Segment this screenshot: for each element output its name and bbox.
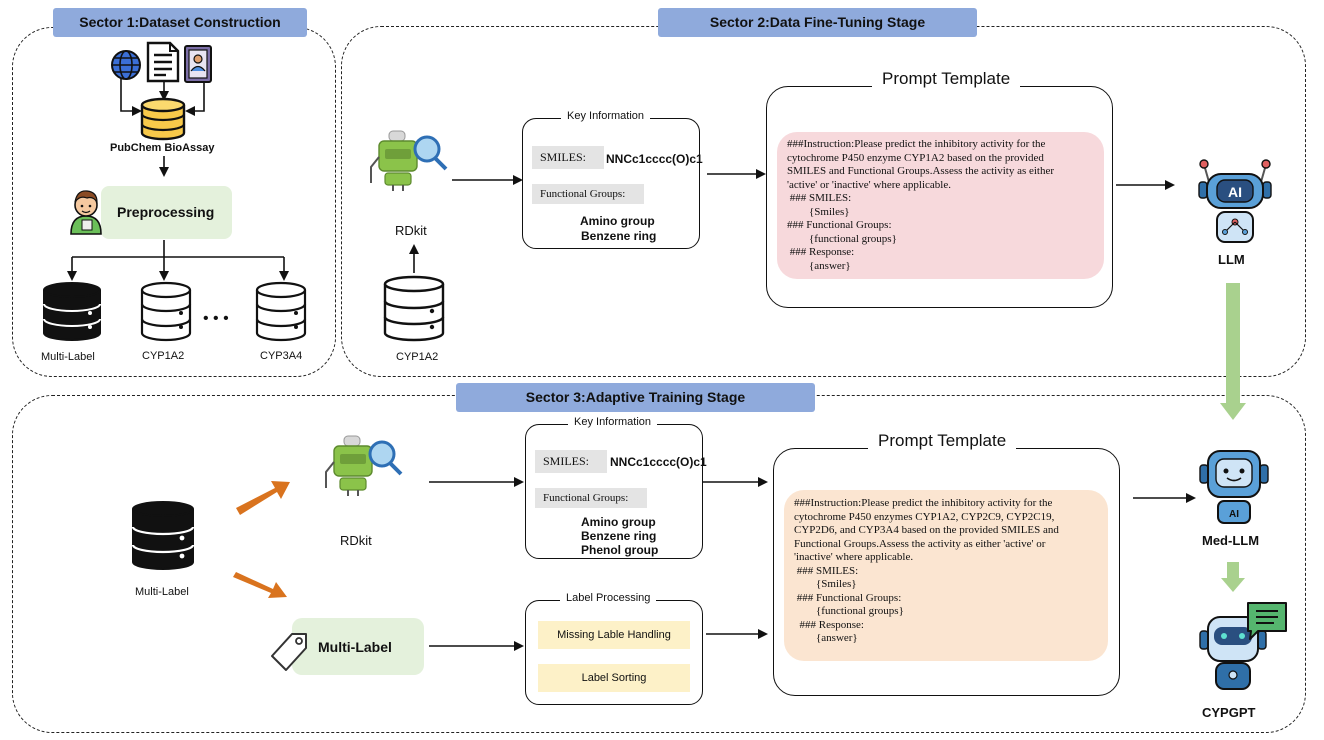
sector-1-title: Sector 1:Dataset Construction	[53, 8, 307, 37]
svg-text:AI: AI	[1229, 509, 1239, 520]
prompt-template-title-s2: Prompt Template	[872, 69, 1021, 89]
preprocessing-label: Preprocessing	[117, 204, 215, 220]
svg-text:AI: AI	[1228, 184, 1242, 200]
prompt-text-s3: ###Instruction:Please predict the inhibi…	[784, 490, 1108, 661]
ai-robot-icon: AI	[1198, 159, 1272, 243]
multilabel-tag-label: Multi-Label	[318, 639, 392, 655]
person-icon	[70, 190, 102, 235]
sector-3-title: Sector 3:Adaptive Training Stage	[456, 383, 815, 412]
multilabel-tag-box	[292, 618, 424, 675]
database-multi-label-s3-icon	[131, 501, 195, 570]
llm-label: LLM	[1218, 252, 1245, 267]
group-s3-0: Amino group	[581, 515, 656, 529]
cypgpt-label: CYPGPT	[1202, 705, 1256, 720]
green-arrow-llm	[1220, 283, 1246, 420]
label-processing-title: Label Processing	[560, 592, 657, 604]
db-label-cyp3a4: CYP3A4	[260, 350, 303, 362]
preprocessing-box	[101, 186, 232, 239]
sector-2-title: Sector 2:Data Fine-Tuning Stage	[658, 8, 977, 37]
globe-icon	[111, 50, 141, 80]
database-cyp1a2-icon	[140, 281, 192, 342]
label-item-1: Label Sorting	[538, 664, 690, 692]
prompt-template-title-s3: Prompt Template	[868, 431, 1017, 451]
green-arrow-cypgpt	[1221, 562, 1245, 592]
database-multi-label-icon	[43, 282, 101, 341]
rdkit-robot-s3-icon	[325, 435, 403, 496]
database-cyp1a2-s2-icon	[383, 275, 445, 342]
med-llm-robot-icon: AI	[1199, 450, 1269, 524]
orange-arrow-up	[236, 481, 290, 515]
smiles-chip-s2: SMILES:	[532, 146, 604, 169]
tag-icon	[271, 633, 307, 671]
key-info-panel-s2	[522, 118, 700, 249]
key-info-title-s2: Key Information	[561, 110, 651, 122]
db-label-s3: Multi-Label	[135, 586, 189, 598]
rdkit-robot-icon	[370, 130, 448, 191]
group-s2-1: Benzene ring	[581, 229, 657, 243]
group-s3-1: Benzene ring	[581, 529, 657, 543]
pubchem-label: PubChem BioAssay	[110, 142, 215, 154]
id-card-icon	[184, 45, 212, 83]
prompt-text-s2: ###Instruction:Please predict the inhibi…	[777, 132, 1104, 279]
ellipsis: • • •	[203, 310, 229, 327]
fg-chip-s3: Functional Groups:	[535, 488, 647, 508]
chat-robot-icon	[1199, 602, 1287, 690]
db-label-cyp1a2: CYP1A2	[142, 350, 185, 362]
med-llm-label: Med-LLM	[1202, 533, 1260, 548]
document-icon	[146, 41, 180, 83]
key-info-title-s3: Key Information	[568, 416, 658, 428]
fg-chip-s2: Functional Groups:	[532, 184, 644, 204]
rdkit-label-s3: RDkit	[340, 533, 372, 548]
db-label-s2: CYP1A2	[396, 351, 439, 363]
db-label-multi: Multi-Label	[41, 351, 95, 363]
smiles-value-s3: NNCc1cccc(O)c1	[610, 455, 707, 469]
group-s2-0: Amino group	[580, 214, 655, 228]
label-item-0: Missing Lable Handling	[538, 621, 690, 649]
database-icon	[140, 97, 186, 141]
group-s3-2: Phenol group	[581, 543, 659, 557]
smiles-value-s2: NNCc1cccc(O)c1	[606, 152, 703, 166]
database-cyp3a4-icon	[255, 281, 307, 342]
rdkit-label-s2: RDkit	[395, 223, 427, 238]
orange-arrow-down	[233, 572, 287, 598]
smiles-chip-s3: SMILES:	[535, 450, 607, 473]
